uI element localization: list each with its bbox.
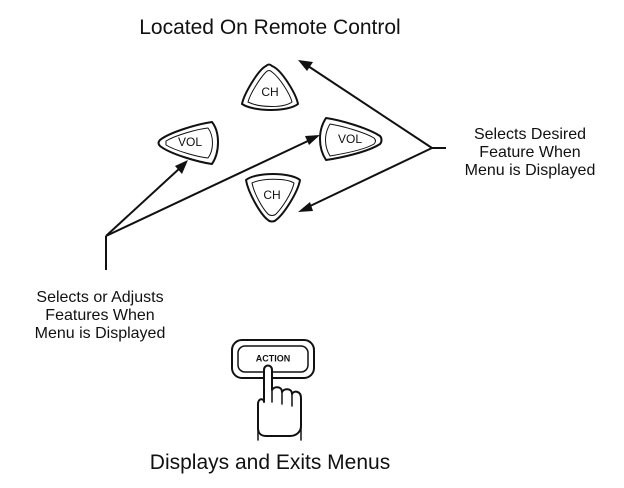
ch-up-key[interactable]: CH bbox=[241, 63, 299, 111]
caption-adjust-feature-line: Selects or Adjusts bbox=[36, 289, 164, 306]
arrowhead-vol-left bbox=[175, 160, 188, 174]
caption-select-feature: Selects Desired Feature When Menu is Dis… bbox=[430, 126, 624, 180]
caption-adjust-feature-line: Menu is Displayed bbox=[34, 324, 166, 342]
vol-left-label: VOL bbox=[178, 135, 202, 149]
action-label: ACTION bbox=[256, 353, 291, 363]
arrowhead-vol-right bbox=[305, 135, 320, 145]
leader-line-vol-right bbox=[105, 139, 311, 237]
vol-right-key[interactable]: VOL bbox=[319, 117, 383, 161]
leader-line-ch-up bbox=[307, 65, 433, 149]
arrowhead-ch-up bbox=[298, 60, 313, 71]
leader-line-vol-left bbox=[105, 167, 181, 237]
caption-select-feature-line: Selects Desired bbox=[473, 126, 587, 143]
ch-down-label: CH bbox=[263, 188, 280, 202]
ch-up-label: CH bbox=[261, 85, 278, 99]
action-button[interactable]: ACTION bbox=[231, 339, 315, 379]
pointing-hand-icon bbox=[257, 364, 302, 441]
caption-select-feature-line: Menu is Displayed bbox=[464, 161, 596, 179]
ch-down-key[interactable]: CH bbox=[245, 173, 301, 223]
page-title: Located On Remote Control bbox=[139, 16, 401, 39]
leader-lines bbox=[105, 60, 446, 270]
vol-left-key[interactable]: VOL bbox=[157, 121, 219, 165]
arrowhead-ch-down bbox=[298, 202, 313, 212]
vol-right-label: VOL bbox=[338, 132, 362, 146]
caption-select-feature-line: Feature When bbox=[479, 143, 581, 161]
leader-line-ch-down bbox=[307, 147, 433, 208]
caption-adjust-feature-line: Features When bbox=[45, 306, 155, 324]
caption-adjust-feature: Selects or Adjusts Features When Menu is… bbox=[0, 289, 200, 343]
caption-menus: Displays and Exits Menus bbox=[149, 451, 391, 474]
